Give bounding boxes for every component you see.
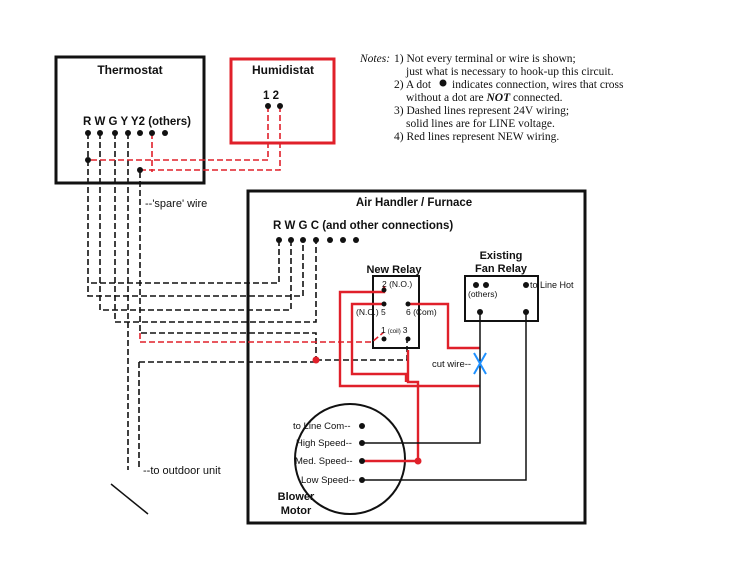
note-2b: without a dot are NOT connected. — [406, 92, 563, 104]
blower-title-2: Motor — [281, 505, 312, 517]
note-1a: 1) Not every terminal or wire is shown; — [394, 53, 576, 65]
thermostat-terminal-other2 — [162, 130, 168, 136]
note-2a-post: indicates connection, wires that cross — [452, 79, 624, 91]
fan-relay-others-label: (others) — [468, 289, 497, 299]
blower-med-dot — [359, 458, 365, 464]
blower-low-dot — [359, 477, 365, 483]
fan-relay-title-1: Existing — [480, 250, 523, 262]
fan-relay-terminal-b — [483, 282, 489, 288]
humidistat-terminal-2 — [277, 103, 283, 109]
ah-terminal-other3 — [353, 237, 359, 243]
notes-dot-legend — [439, 79, 447, 87]
thermostat-terminal-w — [97, 130, 103, 136]
thermostat-terminal-r — [85, 130, 91, 136]
air-handler-title: Air Handler / Furnace — [356, 197, 472, 209]
new-connection-dots — [312, 356, 422, 465]
relay-no-label: 2 (N.O.) — [382, 279, 412, 289]
relay-terminal-1 — [381, 336, 387, 342]
relay-coil-label: 1(coil)3 — [381, 325, 408, 335]
blower-high-dot — [359, 440, 365, 446]
humidistat-terminal-labels: 1 2 — [263, 90, 279, 102]
blower-line-com-label: to Line Com-- — [293, 421, 351, 432]
fan-relay-line-hot-label: to Line Hot — [530, 280, 574, 290]
thermostat-terminal-y2 — [137, 130, 143, 136]
thermostat-terminal-g — [112, 130, 118, 136]
med-speed-splice — [414, 457, 422, 465]
note-2a-pre: 2) A dot — [394, 79, 432, 91]
air-handler-terminal-labels: R W G C (and other connections) — [273, 220, 453, 232]
note-3a: 3) Dashed lines represent 24V wiring; — [394, 105, 569, 117]
air-handler-box — [246, 189, 587, 525]
blower-title-1: Blower — [278, 491, 315, 503]
outdoor-cable-mark — [110, 483, 149, 515]
humidistat-title: Humidistat — [252, 63, 314, 77]
ah-terminal-other2 — [340, 237, 346, 243]
thermostat-box — [54, 55, 206, 185]
ah-terminal-other1 — [327, 237, 333, 243]
spare-wire-label: --'spare' wire — [145, 198, 207, 210]
thermostat-terminal-labels: R W G Y Y2 (others) — [83, 116, 191, 128]
fan-relay-terminal-hot — [523, 282, 529, 288]
blower-high-label: High Speed-- — [296, 438, 352, 449]
thermostat-r-splice — [85, 157, 91, 163]
humidistat-terminal-1 — [265, 103, 271, 109]
thermostat-y2-splice — [137, 167, 143, 173]
relay-terminal-3 — [405, 336, 411, 342]
humidistat-box — [229, 57, 336, 145]
relay-nc-label: (N.C.) 5 — [356, 307, 386, 317]
fan-relay-box — [464, 275, 539, 322]
existing-line-wiring — [362, 312, 527, 481]
thermostat-terminal-other1 — [149, 130, 155, 136]
thermostat-terminal-y — [125, 130, 131, 136]
new-relay-title: New Relay — [366, 264, 422, 276]
relay-com-label: 6 (Com) — [406, 307, 437, 317]
outdoor-unit-label: --to outdoor unit — [143, 465, 221, 477]
blower-motor-circle — [294, 403, 406, 515]
ah-terminal-r — [276, 237, 282, 243]
relay-terminal-6 — [405, 301, 411, 307]
relay-terminal-2 — [381, 287, 387, 293]
note-3b: solid lines are for LINE voltage. — [406, 118, 555, 130]
fan-relay-terminal-a — [473, 282, 479, 288]
humidistat-wiring — [88, 106, 385, 343]
ah-terminal-g — [300, 237, 306, 243]
notes-heading: Notes: — [359, 53, 390, 65]
ah-terminal-w — [288, 237, 294, 243]
ah-terminal-c — [313, 237, 319, 243]
cut-wire-label: cut wire-- — [432, 359, 471, 370]
spare-c-splice — [312, 356, 320, 364]
new-relay-box — [372, 275, 420, 349]
blower-med-label: Med. Speed-- — [295, 456, 353, 467]
relay-terminal-5 — [381, 301, 387, 307]
blower-low-label: Low Speed-- — [301, 475, 355, 486]
connection-dots — [85, 79, 529, 483]
cut-wire-mark — [473, 352, 487, 375]
note-4: 4) Red lines represent NEW wiring. — [394, 131, 559, 143]
blower-line-com-dot — [359, 423, 365, 429]
fan-relay-title-2: Fan Relay — [475, 263, 528, 275]
thermostat-title: Thermostat — [97, 63, 162, 77]
thermostat-24v-wiring — [87, 133, 408, 470]
fan-relay-terminal-c — [477, 309, 483, 315]
note-1b: just what is necessary to hook-up this c… — [405, 66, 614, 78]
fan-relay-terminal-d — [523, 309, 529, 315]
